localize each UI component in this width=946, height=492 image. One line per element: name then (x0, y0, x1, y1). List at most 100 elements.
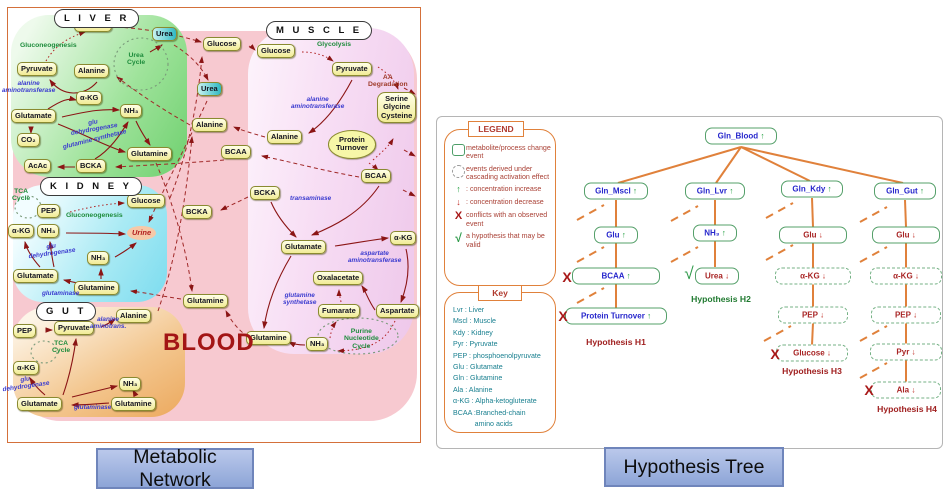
akg-muscle-node: α-KG (390, 231, 417, 246)
glutamate-liver-node: Glutamate (11, 109, 56, 124)
organ-label-gut: G U T (36, 302, 97, 321)
key-line: Mscl : Muscle (453, 317, 496, 326)
alanine-aminotransferase-muscle-label: alanine aminotransferase (291, 96, 345, 111)
oxalacetate-muscle-node: Oxalacetate (313, 271, 364, 286)
tca-cycle-gut-label: TCA Cycle (52, 340, 71, 355)
hypothesis-label: Hypothesis H3 (782, 366, 842, 376)
organ-label-muscle: M U S C L E (266, 21, 373, 40)
nh3-muscle-node: NH₃ (306, 337, 329, 352)
glutaminase-kidney-label: glutaminase (42, 290, 80, 297)
legend-items: metabolite/process change event events de… (445, 130, 555, 249)
glucose-blood-node: Glucose (203, 37, 241, 52)
legend-item: metabolite/process change event (451, 144, 551, 161)
caption-metabolic-network: Metabolic Network (96, 446, 254, 491)
hypothesis-label: Hypothesis H4 (877, 404, 937, 414)
legend-title: LEGEND (468, 121, 524, 137)
co2-liver-node: CO₂ (17, 133, 40, 148)
alanine-muscle-node: Alanine (267, 130, 303, 145)
legend-item-text: a hypothesis that may be valid (466, 232, 545, 249)
tree-node-nh3-lvr: NH₃ ↑ (693, 224, 737, 242)
tree-node-glu-kdy: Glu ↓ (779, 226, 847, 244)
tree-node-gln-mscl: Gln_Mscl ↑ (584, 182, 648, 200)
alanine-aminotransferase-liver-label: alanine aminotransferase (2, 80, 56, 95)
ck-legend-icon: √ (455, 231, 462, 246)
aspartate-aminotransferase-label: aspartate aminotransferase (348, 250, 402, 265)
rect-legend-icon (451, 144, 466, 158)
legend-item: events derived under cascading activatio… (451, 164, 551, 182)
legend-item-text: conflicts with an observed event (466, 211, 548, 228)
nh3-liver-node: NH₃ (120, 104, 143, 119)
key-line: Kdy : Kidney (453, 328, 493, 337)
tree-node-glu-mscl: Glu ↑ (594, 226, 638, 244)
fumarate-muscle-node: Fumarate (318, 304, 360, 319)
organ-label-kidney: K I D N E Y (40, 177, 142, 196)
bcaa-blood-node: BCAA (221, 145, 251, 160)
urea-cycle-label: Urea Cycle (127, 52, 146, 67)
x-legend-icon: X (454, 210, 463, 223)
pep-gut-node: PEP (13, 324, 37, 339)
glutamate-kidney-node: Glutamate (13, 269, 58, 284)
tree-node-ala-gut: Ala ↓ (871, 381, 941, 399)
aa-degradation-label: AA Degradation (368, 74, 408, 89)
aspartate-muscle-node: Aspartate (376, 304, 419, 319)
pep-kidney-node: PEP (37, 204, 61, 219)
bcka-blood-node: BCKA (182, 205, 212, 220)
glutamine-liver-node: Glutamine (127, 147, 172, 162)
conflict-x-mark: X (864, 382, 874, 398)
tree-node-gln-gut: Gln_Gut ↑ (874, 182, 936, 200)
hypothesis-label: Hypothesis H1 (586, 337, 646, 347)
key-line: amino acids (453, 420, 513, 429)
legend-box: metabolite/process change event events de… (444, 129, 556, 286)
tree-node-gln-kdy: Gln_Kdy ↑ (781, 180, 843, 198)
key-line: Lvr : Liver (453, 306, 485, 314)
key-line: α-KG : Alpha-ketogluterate (453, 397, 537, 406)
bcka-muscle-node: BCKA (250, 186, 280, 201)
glutamine-kidney-node: Glutamine (74, 281, 119, 296)
gluconeogenesis-liver-label: Gluconeogenesis (20, 42, 77, 49)
dn-legend-icon: ↓ (456, 197, 461, 208)
key-title: Key (478, 285, 522, 301)
akg-liver-node: α-KG (76, 91, 103, 106)
serine-glycine-cysteine-node: Serine Glycine Cysteine (377, 92, 417, 123)
bcka-liver-node: BCKA (76, 159, 106, 174)
legend-item-text: : concentration decrease (466, 198, 544, 207)
key-line: Gln : Glutamine (453, 374, 503, 383)
key-line: BCAA :Branched-chain (453, 408, 526, 417)
tree-node-glu-gut: Glu ↓ (872, 226, 940, 244)
tree-node-bcaa-mscl: BCAA ↑ (572, 267, 660, 285)
bcaa-muscle-node: BCAA (361, 169, 391, 184)
key-line: Pyr : Pyruvate (453, 340, 498, 349)
legend-item: ↑: concentration increase (451, 185, 551, 194)
gluconeogenesis-kidney-label: Gluconeogenesis (66, 212, 123, 219)
legend-item: √ a hypothesis that may be valid (451, 232, 551, 249)
alanine-liver-node: Alanine (74, 64, 110, 79)
alanine-blood-node: Alanine (192, 118, 228, 133)
glutamine-gut-node: Glutamine (111, 397, 156, 412)
valid-check-mark: √ (684, 264, 694, 283)
tree-node-akg-kdy: α-KG ↓ (775, 267, 851, 285)
legend-item-text: events derived under cascading activatio… (466, 164, 550, 182)
protein-turnover-node: Protein Turnover (328, 130, 376, 159)
glucose-muscle-node: Glucose (257, 44, 295, 59)
circ-legend-icon (451, 164, 466, 180)
tree-node-akg-gut: α-KG ↓ (870, 267, 942, 285)
key-line: PEP : phosphoenolpyruvate (453, 351, 541, 360)
tree-node-pep-gut: PEP ↓ (871, 306, 941, 324)
nh3-kidney-2-node: NH₃ (87, 251, 110, 266)
tca-cycle-kidney-label: TCA Cycle (12, 188, 31, 203)
alanine-gut-node: Alanine (116, 309, 152, 324)
tree-node-pyr-gut: Pyr ↓ (870, 343, 942, 361)
tree-node-urea-lvr: Urea ↓ (695, 267, 739, 285)
glutamine-muscle-node: Glutamine (246, 331, 291, 346)
purine-nucleotide-cycle-label: Purine Nucleotide Cycle (344, 328, 379, 350)
key-line: Glu : Glutamate (453, 363, 503, 372)
glutaminase-gut-label: glutaminase (74, 404, 112, 411)
conflict-x-mark: X (770, 346, 780, 362)
conflict-x-mark: X (558, 308, 568, 324)
urine-kidney-node: Urine (127, 226, 157, 241)
akg-kidney-node: α-KG (8, 224, 35, 239)
pyruvate-liver-node: Pyruvate (17, 62, 57, 77)
